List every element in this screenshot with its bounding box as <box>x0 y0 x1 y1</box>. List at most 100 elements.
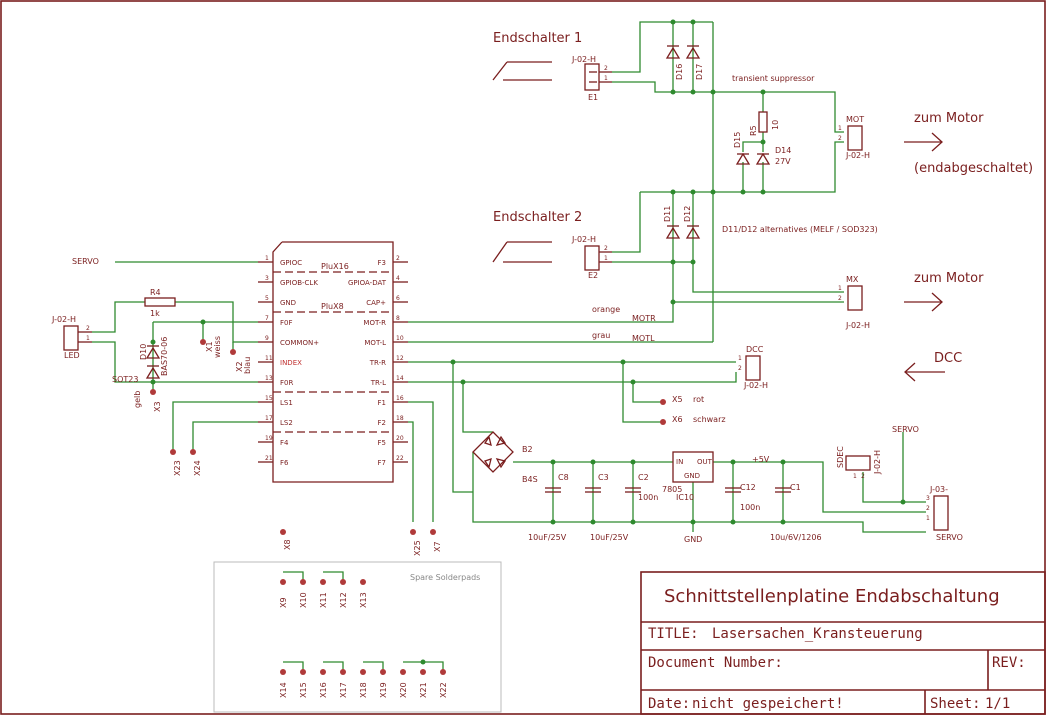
endabgeschaltet-heading: (endabgeschaltet) <box>914 161 1033 176</box>
svg-text:C3: C3 <box>598 473 609 482</box>
svg-text:3: 3 <box>926 495 930 502</box>
svg-text:orange: orange <box>592 305 620 314</box>
cap-value-1: 10uF/25V <box>528 533 567 542</box>
svg-text:B2: B2 <box>522 445 533 454</box>
svg-text:27V: 27V <box>775 157 791 166</box>
ic-pin-name: COMMON+ <box>280 339 319 347</box>
svg-text:X6: X6 <box>672 415 683 424</box>
ic-pin-number: 6 <box>396 295 400 302</box>
diode-d10: D10 BAS70-06 SOT23 <box>112 337 169 384</box>
spare-pad <box>300 579 306 585</box>
ic-pin-name: MOT-R <box>363 319 386 327</box>
svg-text:rot: rot <box>693 395 704 404</box>
dcc-heading: DCC <box>934 351 962 366</box>
ic-pin-number: 3 <box>265 275 269 282</box>
svg-text:2: 2 <box>838 295 842 302</box>
spare-pad-label: X13 <box>359 592 368 608</box>
ic-pin-name: F4 <box>280 439 289 447</box>
svg-text:J-02-H: J-02-H <box>571 235 596 244</box>
ic-pin-name: F1 <box>378 399 386 407</box>
capacitor-c2: C2 100n <box>625 473 658 502</box>
d11-alternatives-note: D11/D12 alternatives (MELF / SOD323) <box>722 225 878 234</box>
svg-text:100n: 100n <box>740 503 760 512</box>
svg-text:1: 1 <box>838 125 842 132</box>
svg-text:+5V: +5V <box>752 455 770 464</box>
ic-pin-number: 22 <box>396 455 404 462</box>
spare-pad <box>280 579 286 585</box>
svg-text:D12: D12 <box>683 206 692 222</box>
svg-text:J-02-H: J-02-H <box>743 381 768 390</box>
ic-pin-name: F0F <box>280 319 293 327</box>
svg-text:schwarz: schwarz <box>693 415 726 424</box>
ic-pin-number: 17 <box>265 415 273 422</box>
svg-text:1: 1 <box>86 335 90 342</box>
svg-text:MOTL: MOTL <box>632 334 655 343</box>
ic-pin-number: 12 <box>396 355 404 362</box>
spare-pad-label: X19 <box>379 682 388 698</box>
svg-text:SERVO: SERVO <box>936 533 963 542</box>
spare-pad-label: X18 <box>359 682 368 698</box>
svg-text:C8: C8 <box>558 473 569 482</box>
connector-e1: J-02-H E1 2 1 <box>571 55 612 102</box>
switch-symbol-2 <box>492 241 552 263</box>
svg-text:X23: X23 <box>173 460 182 476</box>
svg-text:10: 10 <box>771 120 780 130</box>
solder-pads: X1 X2 X3 X23 X24 X25 X7 X8 X5 X6 <box>150 339 683 556</box>
svg-text:gelb: gelb <box>133 391 142 408</box>
spare-pad-label: X9 <box>279 597 288 608</box>
cap-value-3: 10u/6V/1206 <box>770 533 822 542</box>
ic-pin-name: MOT-L <box>364 339 386 347</box>
arrow-right-icon <box>904 132 943 152</box>
ic-pin-number: 2 <box>396 255 400 262</box>
date-label: Date: <box>648 696 690 712</box>
svg-text:MOT: MOT <box>846 115 864 124</box>
svg-text:grau: grau <box>592 331 610 340</box>
svg-text:X24: X24 <box>193 460 202 476</box>
svg-text:2: 2 <box>604 245 608 252</box>
spare-pad-label: X12 <box>339 592 348 608</box>
svg-text:X25: X25 <box>413 540 422 556</box>
spare-pad <box>280 669 286 675</box>
spare-pad <box>300 669 306 675</box>
ic-pin-number: 21 <box>265 455 273 462</box>
svg-text:B4S: B4S <box>522 475 538 484</box>
svg-text:2: 2 <box>861 473 865 480</box>
svg-text:2: 2 <box>604 65 608 72</box>
svg-text:J-02-H: J-02-H <box>845 321 870 330</box>
svg-text:J-02-H: J-02-H <box>873 450 882 475</box>
spare-pad <box>380 669 386 675</box>
svg-text:Spare Solderpads: Spare Solderpads <box>410 573 480 582</box>
svg-text:GND: GND <box>684 472 700 480</box>
spare-pad-label: X15 <box>299 682 308 698</box>
resistor-r5: R5 10 <box>749 111 780 136</box>
connector-mot: MOT J-02-H 1 2 <box>838 115 870 160</box>
svg-text:LED: LED <box>64 351 80 360</box>
endschalter2-heading: Endschalter 2 <box>493 210 582 225</box>
svg-text:1: 1 <box>738 355 742 362</box>
svg-text:2: 2 <box>738 365 742 372</box>
svg-text:J-02-H: J-02-H <box>51 315 76 324</box>
cap-value-2: 10uF/25V <box>590 533 629 542</box>
svg-text:D16: D16 <box>675 64 684 80</box>
document-number-label: Document Number: <box>648 655 783 671</box>
svg-text:X1: X1 <box>205 341 214 352</box>
svg-text:SOT23: SOT23 <box>112 375 138 384</box>
junction-dots <box>150 19 906 665</box>
ic-pin-name: GPIOA-DAT <box>348 279 387 287</box>
svg-text:1k: 1k <box>150 309 160 318</box>
svg-text:D17: D17 <box>695 64 704 80</box>
diode-d11-d12: D11 D12 <box>663 206 701 239</box>
svg-text:2: 2 <box>926 505 930 512</box>
spare-pad <box>440 669 446 675</box>
svg-text:C2: C2 <box>638 473 649 482</box>
spare-pad-label: X16 <box>319 682 328 698</box>
switch-symbol-1 <box>492 61 552 81</box>
svg-text:J-03-: J-03- <box>929 485 948 494</box>
svg-text:BAS70-06: BAS70-06 <box>160 337 169 376</box>
connector-e2: J-02-H E2 2 1 <box>571 235 612 280</box>
zum-motor-heading-2: zum Motor <box>914 271 984 286</box>
svg-text:E1: E1 <box>588 93 598 102</box>
sheet-label: Sheet: <box>930 696 981 712</box>
svg-text:blau: blau <box>243 357 252 374</box>
